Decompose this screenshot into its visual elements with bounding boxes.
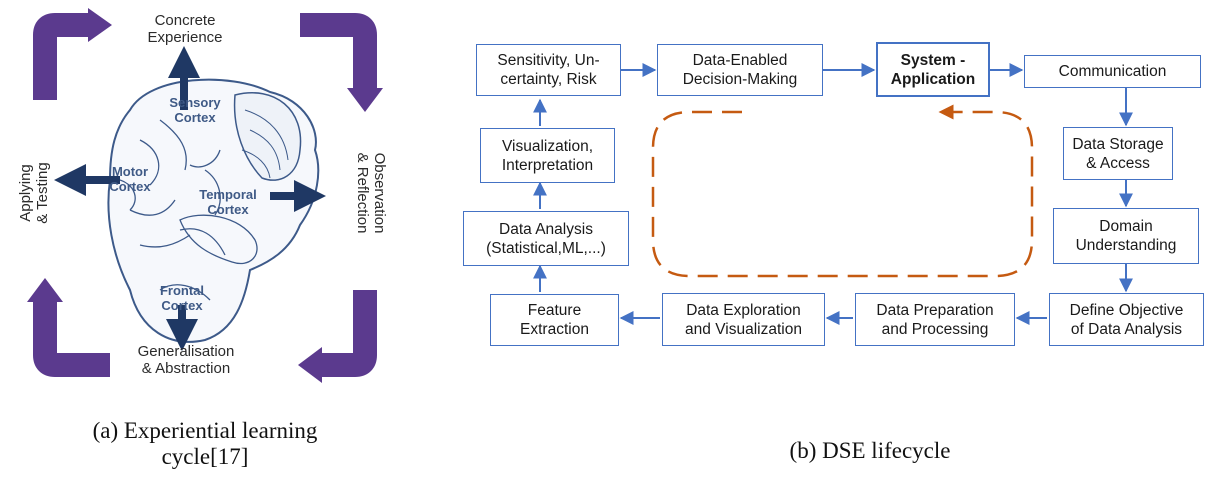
dse-lifecycle-connectors — [533, 63, 1133, 325]
feedback-loop-arrow — [651, 104, 1034, 278]
cycle-arrow-bottom-left-icon — [27, 278, 110, 377]
box-sensitivity: Sensitivity, Un- certainty, Risk — [476, 44, 621, 96]
sensory-cortex-label: Sensory Cortex — [169, 95, 221, 125]
box-data-preparation: Data Preparation and Processing — [855, 293, 1015, 346]
caption-b: (b) DSE lifecycle — [789, 438, 951, 463]
frontal-cortex-label: Frontal Cortex — [159, 283, 205, 313]
box-data-analysis: Data Analysis (Statistical,ML,...) — [463, 211, 629, 266]
box-domain-understanding: Domain Understanding — [1053, 208, 1199, 264]
box-feature-extraction: Feature Extraction — [490, 294, 619, 346]
experiential-cycle-graphic — [27, 8, 383, 383]
box-communication: Communication — [1024, 55, 1201, 88]
brain-icon — [107, 78, 320, 343]
box-data-storage: Data Storage & Access — [1063, 127, 1173, 180]
temporal-cortex-label: Temporal Cortex — [199, 187, 257, 217]
cycle-arrow-top-right-icon — [300, 13, 383, 112]
generalisation-abstraction-label: Generalisation & Abstraction — [137, 343, 235, 377]
concrete-experience-label: Concrete Experience — [147, 12, 223, 46]
box-decision-making: Data-Enabled Decision-Making — [657, 44, 823, 96]
box-data-exploration: Data Exploration and Visualization — [662, 293, 825, 346]
box-system-application: System - Application — [876, 42, 990, 97]
cycle-arrow-top-left-icon — [33, 8, 112, 100]
box-visualization-interpretation: Visualization, Interpretation — [480, 128, 615, 183]
box-define-objective: Define Objective of Data Analysis — [1049, 293, 1204, 346]
caption-a: (a) Experiential learning cycle[17] — [92, 418, 318, 469]
motor-cortex-label: Motor Cortex — [109, 164, 151, 194]
cycle-arrow-bottom-right-icon — [298, 290, 377, 383]
